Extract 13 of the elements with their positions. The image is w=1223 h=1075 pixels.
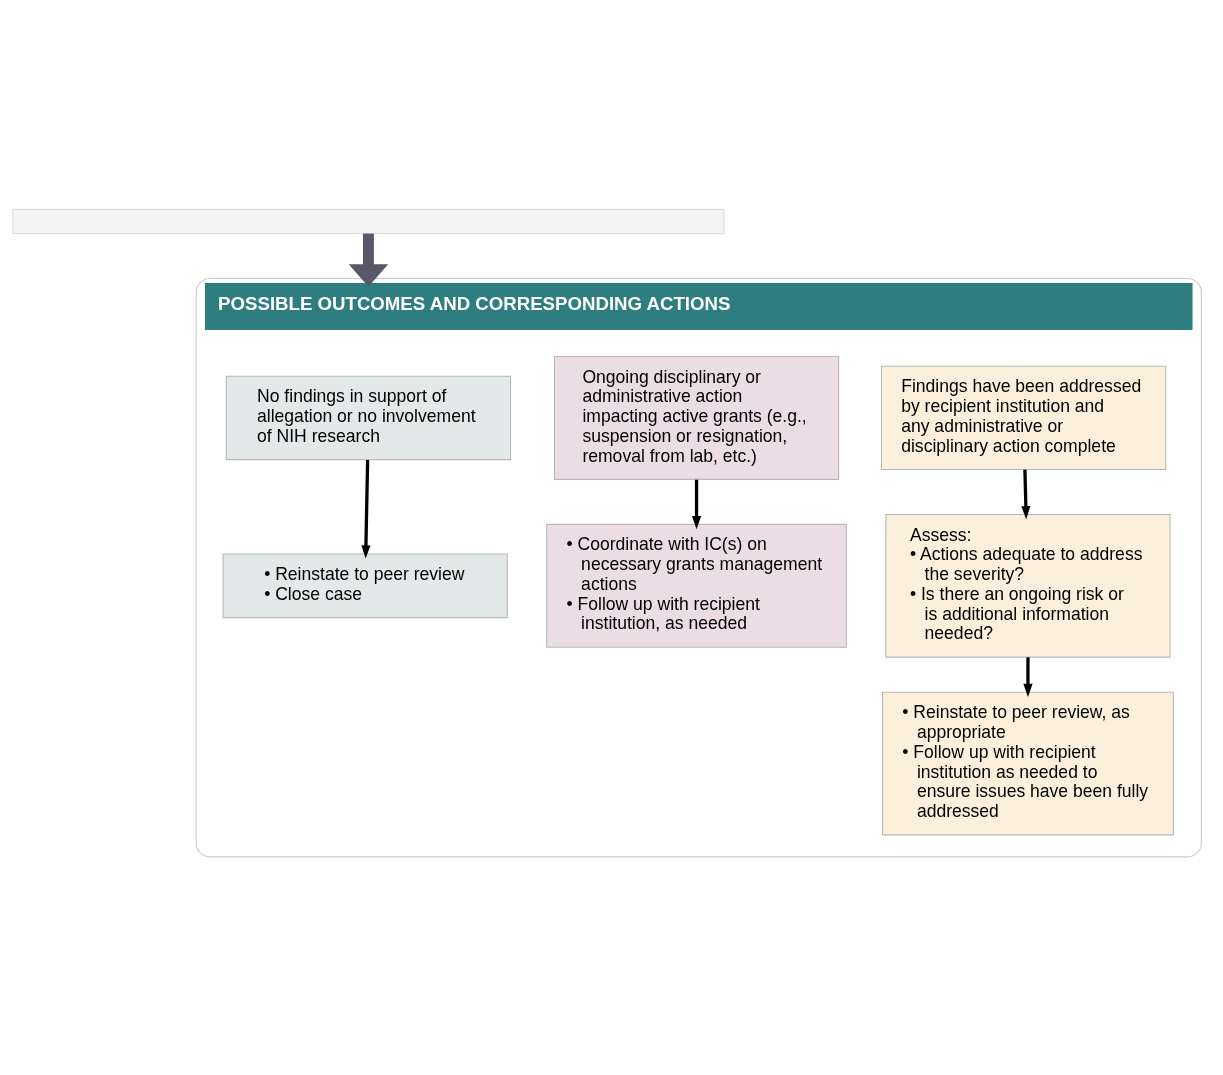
- node-box: No findings in support of allegation or no involvement of NIH research: [225, 375, 512, 461]
- node-box: [12, 208, 725, 235]
- node-box: Findings have been addressed by recipient institution and any administrative or disciplinary action complete: [880, 365, 1167, 470]
- arrow: [691, 479, 702, 530]
- arrow: [348, 233, 389, 287]
- node-box: • Reinstate to peer review • Close case: [222, 553, 508, 619]
- arrow: [1021, 469, 1031, 520]
- arrow: [1023, 657, 1033, 697]
- node-box: Assess: • Actions adequate to address the severity? • Is there an ongoing risk or is additional information needed?: [885, 513, 1171, 658]
- node-box: • Coordinate with IC(s) on necessary grants management actions • Follow up with recipient institution, as needed: [546, 523, 847, 648]
- arrow: [361, 459, 371, 559]
- node-box: Ongoing disciplinary or administrative action impacting active grants (e.g., suspension or resignation, removal from lab, etc.): [553, 355, 840, 480]
- node-box: • Reinstate to peer review, as appropriate • Follow up with recipient institution as needed to ensure issues have been fully addressed: [882, 691, 1174, 836]
